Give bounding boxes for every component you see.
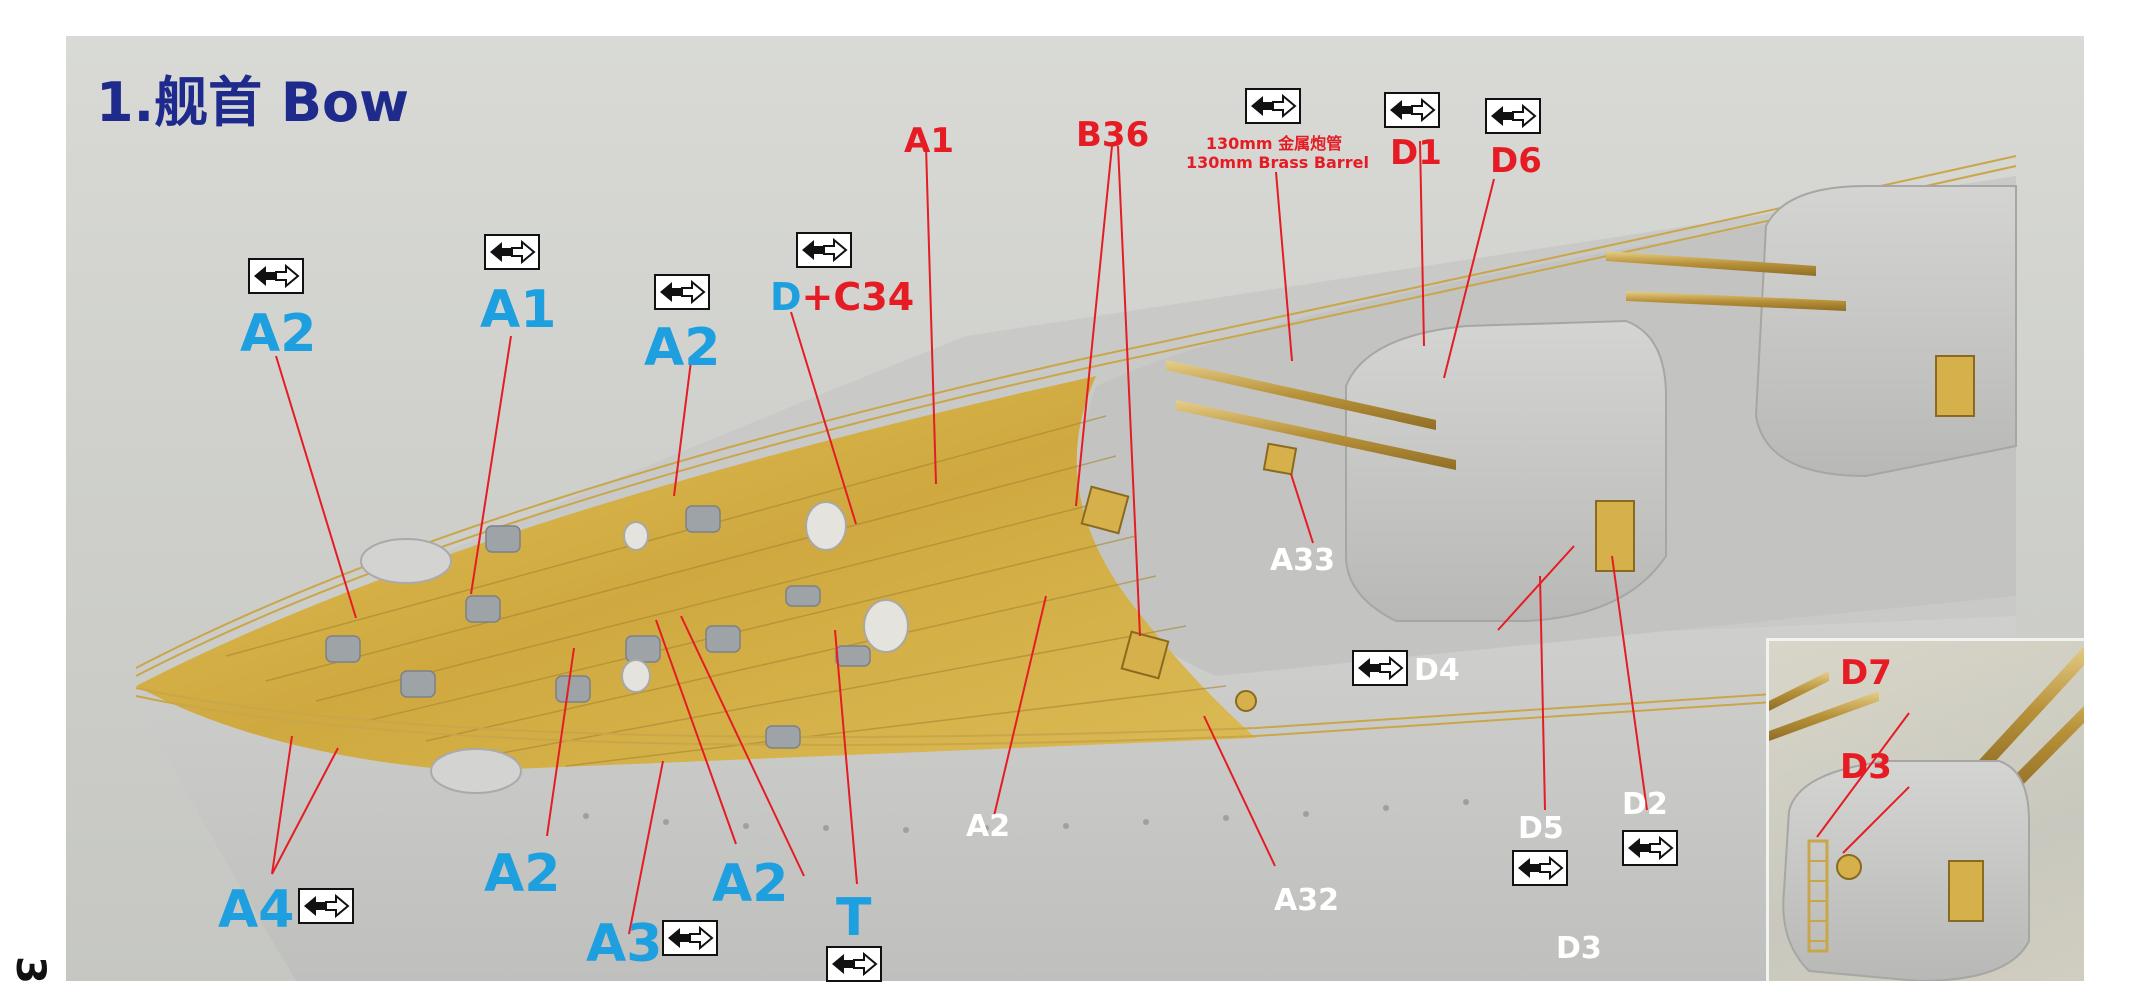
label-t: T xyxy=(836,888,872,948)
label-d1: D1 xyxy=(1390,133,1442,173)
label-d-part: D xyxy=(770,275,802,319)
ship-bow-illustration xyxy=(135,155,2017,981)
label-a2-white: A2 xyxy=(966,809,1011,844)
double-arrow-icon xyxy=(662,920,718,956)
inset-turret-illustration xyxy=(1769,646,2084,981)
double-arrow-icon xyxy=(1622,830,1678,866)
label-a2-bottom-mid: A2 xyxy=(712,854,789,914)
label-a4: A4 xyxy=(218,880,295,940)
label-a1-red: A1 xyxy=(904,121,954,161)
double-arrow-icon xyxy=(796,232,852,268)
label-a2-left: A2 xyxy=(240,304,317,364)
double-arrow-icon xyxy=(298,888,354,924)
double-arrow-icon xyxy=(1485,98,1541,134)
label-b36: B36 xyxy=(1076,115,1150,155)
leader-lines xyxy=(271,140,1648,935)
label-barrel-en: 130mm Brass Barrel xyxy=(1186,153,1369,173)
label-d5: D5 xyxy=(1518,811,1564,846)
double-arrow-icon xyxy=(248,258,304,294)
label-d6: D6 xyxy=(1490,141,1542,181)
double-arrow-icon xyxy=(484,234,540,270)
model-photo xyxy=(66,36,2084,981)
label-a3: A3 xyxy=(586,914,663,974)
double-arrow-icon xyxy=(1384,92,1440,128)
double-arrow-icon xyxy=(1352,650,1408,686)
double-arrow-icon xyxy=(654,274,710,310)
label-d3-bottom: D3 xyxy=(1556,931,1602,966)
label-barrel-cn: 130mm 金属炮管 xyxy=(1205,134,1343,153)
label-a2-bottom-left: A2 xyxy=(484,844,561,904)
label-d3-inset: D3 xyxy=(1840,747,1892,787)
double-arrow-icon xyxy=(1512,850,1568,886)
label-a2-center: A2 xyxy=(644,318,721,378)
label-brass-barrel: 130mm 金属炮管 130mm Brass Barrel xyxy=(1186,134,1369,173)
label-d2: D2 xyxy=(1622,787,1668,822)
double-arrow-icon xyxy=(826,946,882,982)
label-d-c34: D+C34 xyxy=(770,278,914,316)
label-a1-blue: A1 xyxy=(480,280,557,340)
page-title: 1.舰首 Bow xyxy=(96,71,410,134)
inset-closeup xyxy=(1766,638,2084,981)
label-a32: A32 xyxy=(1274,883,1339,918)
label-d4: D4 xyxy=(1414,653,1460,688)
label-d7: D7 xyxy=(1840,653,1892,693)
label-c34-part: +C34 xyxy=(801,275,915,319)
page-number: 3 xyxy=(7,956,53,984)
label-a33: A33 xyxy=(1270,543,1335,578)
double-arrow-icon xyxy=(1245,88,1301,124)
